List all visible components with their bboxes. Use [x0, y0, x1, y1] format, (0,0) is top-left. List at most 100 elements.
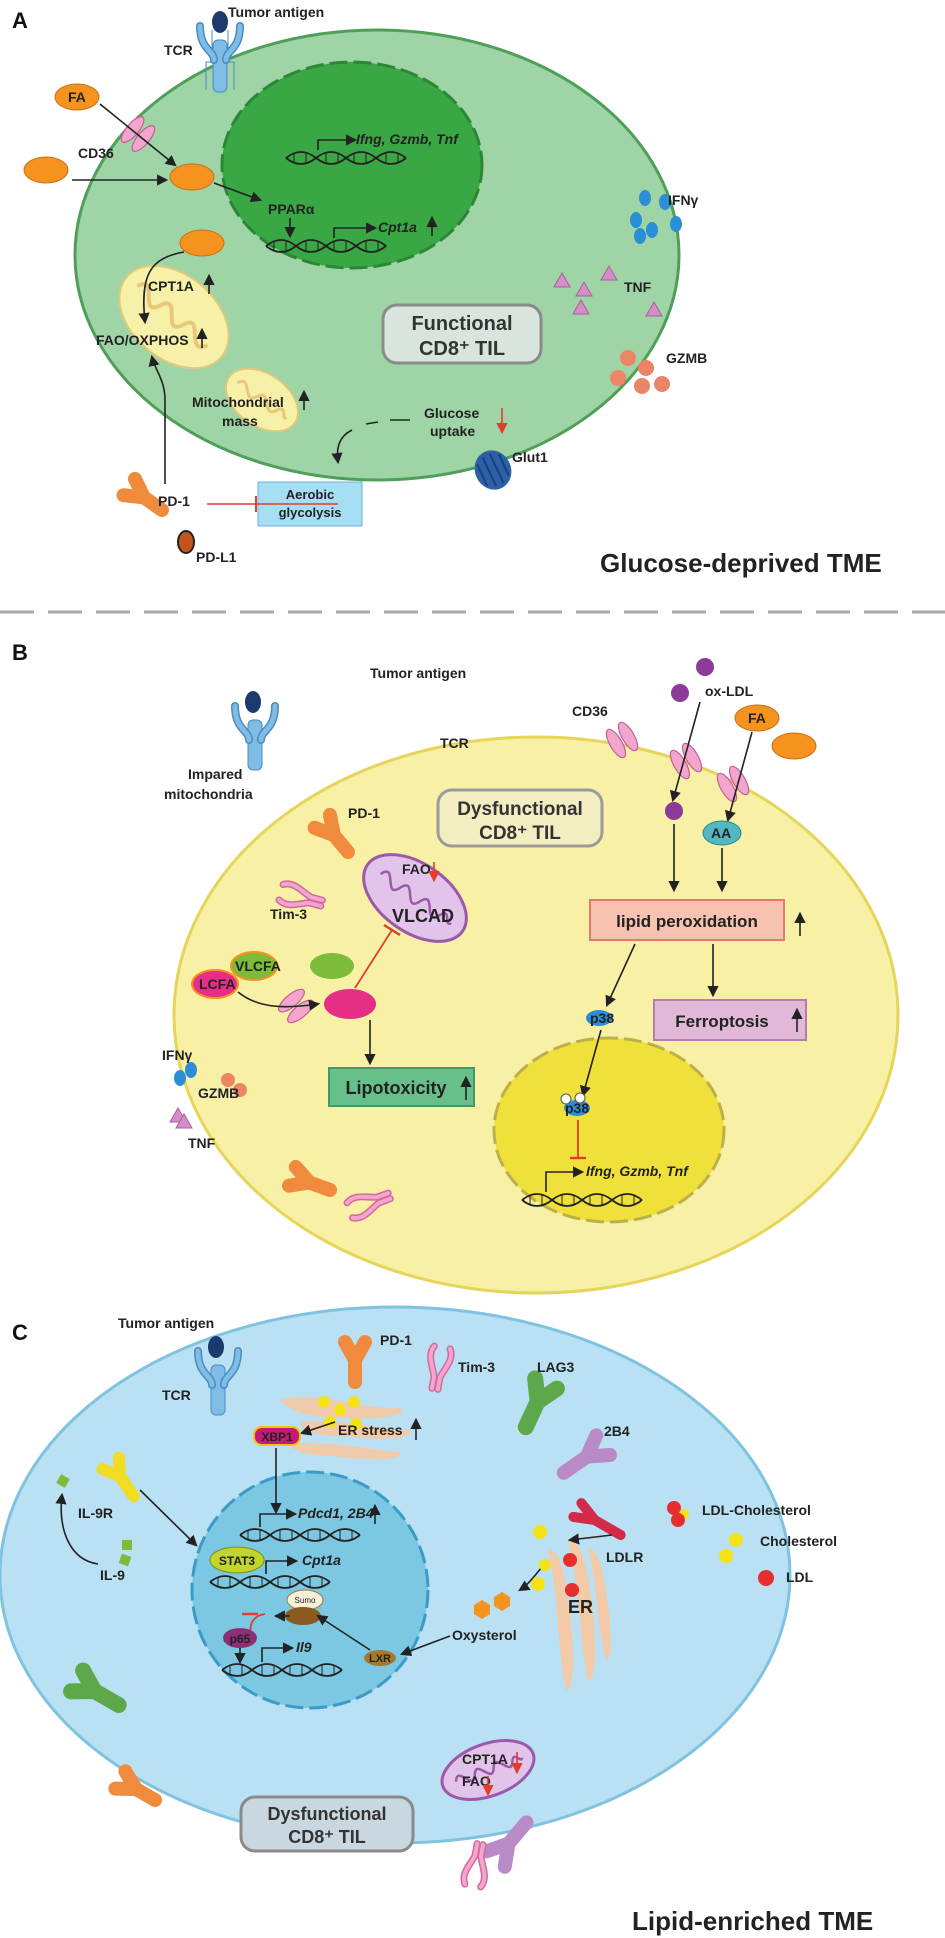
ldl-label: LDL [786, 1569, 814, 1585]
tme-label-a: Glucose-deprived TME [600, 548, 882, 578]
fa-droplet-outside-a [23, 156, 69, 184]
cholesterol-label: Cholesterol [760, 1533, 837, 1549]
dysfunctional-label-c2: CD8⁺ TIL [288, 1827, 366, 1847]
vlcfa-droplet [230, 951, 278, 981]
genes-label-b: Ifng, Gzmb, Tnf [586, 1163, 689, 1179]
mito-mass-label-2: mass [222, 413, 258, 429]
xbp1-label: XBP1 [261, 1430, 293, 1444]
sumo-label: Sumo [295, 1596, 316, 1605]
pd1-receptor-b [307, 807, 355, 859]
lipid-peroxidation-box [589, 899, 785, 941]
pd1-label-c: PD-1 [380, 1332, 412, 1348]
cpt1a-label-c: CPT1A [462, 1751, 508, 1767]
dysfunctional-label-b1: Dysfunctional [457, 799, 583, 820]
pdl1-ligand [177, 530, 195, 554]
fa-droplet-inside-a [169, 163, 215, 191]
tme-label-c: Lipid-enriched TME [632, 1906, 873, 1936]
tumor-antigen-b: Tumor antigen [370, 665, 466, 681]
ldlr-receptor [568, 1498, 626, 1540]
cpt1a-gene-c: Cpt1a [302, 1552, 341, 1568]
lipotoxicity-label: Lipotoxicity [345, 1078, 446, 1098]
lcfa-internal [324, 989, 376, 1019]
fao-label-b: FAO [402, 861, 431, 877]
xbp1-box [253, 1426, 301, 1446]
gzmb-label-b: GZMB [198, 1085, 239, 1101]
il9r-receptor [96, 1451, 140, 1503]
functional-label-2: CD8⁺ TIL [419, 338, 505, 360]
p65-label: p65 [230, 1632, 251, 1646]
tnf-cluster-a [553, 264, 663, 317]
genes-top-a: Ifng, Gzmb, Tnf [356, 131, 459, 147]
p38-nuc-label: p38 [565, 1100, 589, 1116]
lxr-droplet [364, 1650, 396, 1666]
p38-nucleus [564, 1100, 590, 1116]
fao-oxphos-label-a: FAO/OXPHOS [96, 332, 189, 348]
ifng-label-b: IFNγ [162, 1047, 193, 1063]
oxysterol-label: Oxysterol [452, 1627, 517, 1643]
pd1-receptor-a [116, 471, 169, 517]
lcfa-droplet [191, 969, 239, 999]
aerobic-label-2: glycolysis [279, 505, 342, 520]
tcr-receptor-b [231, 691, 279, 771]
p38-cytoplasm [586, 1010, 612, 1026]
pd1-receptor-c2 [108, 1764, 162, 1807]
dysfunctional-label-c1: Dysfunctional [267, 1804, 386, 1824]
fa-droplet-mito-a [179, 229, 225, 257]
gzmb-label-a: GZMB [666, 350, 707, 366]
glut1-label: Glut1 [512, 449, 548, 465]
oxldl-internal [665, 802, 683, 820]
il9r-label: IL-9R [78, 1505, 113, 1521]
er-stress-label: ER stress [338, 1422, 403, 1438]
tnf-label-b: TNF [188, 1135, 216, 1151]
vlcad-label: VLCAD [392, 906, 454, 926]
tcr-label-c: TCR [162, 1387, 191, 1403]
mitochondrion-c [440, 1739, 536, 1801]
il9-gene-label: Il9 [296, 1639, 312, 1655]
ppara-label: PPARα [268, 201, 315, 217]
fa-label-b: FA [748, 710, 766, 726]
lag3-label: LAG3 [537, 1359, 575, 1375]
er-label: ER [568, 1597, 593, 1617]
panel-a-letter: A [12, 8, 28, 33]
pd1-receptor-b2 [281, 1159, 337, 1197]
mito-mass-label-1: Mitochondrial [192, 394, 284, 410]
fa-droplet-b1 [734, 704, 780, 732]
pdl1-label-a: PD-L1 [196, 549, 237, 565]
nucleus-b [492, 1036, 726, 1224]
tim3-label-b: Tim-3 [270, 906, 307, 922]
p65-droplet [223, 1628, 257, 1648]
lag3-receptor-c2 [63, 1662, 127, 1713]
cpt1a-gene-a: Cpt1a [378, 219, 417, 235]
stat3-droplet [209, 1546, 265, 1574]
functional-label-1: Functional [411, 313, 512, 335]
tumor-antigen-a: Tumor antigen [228, 4, 324, 20]
er-organelle [548, 1540, 611, 1691]
cholesterol-dots-er [318, 1396, 362, 1430]
cd36-label-a: CD36 [78, 145, 114, 161]
tcr-label-a: TCR [164, 42, 193, 58]
impared-label-1: Impared [188, 766, 242, 782]
tcr-receptor-c [194, 1336, 242, 1416]
pd1-label-a: PD-1 [158, 493, 190, 509]
genes-pd-label: Pdcd1, 2B4 [298, 1505, 374, 1521]
glucose-label-2: uptake [430, 423, 475, 439]
fa-droplet-a [54, 83, 100, 111]
panel-b-letter: B [12, 640, 28, 665]
vlcfa-internal [310, 953, 354, 979]
ifng-cluster-a [630, 190, 682, 244]
fa-droplet-b2 [771, 732, 817, 760]
panel-c-letter: C [12, 1320, 28, 1345]
cd36-label-b: CD36 [572, 703, 608, 719]
tumor-antigen-c: Tumor antigen [118, 1315, 214, 1331]
mitochondrion-a2 [224, 367, 300, 433]
glucose-label-1: Glucose [424, 405, 479, 421]
pd1-label-b: PD-1 [348, 805, 380, 821]
cpt1a-label-a: CPT1A [148, 278, 194, 294]
cholesterol-dots-c [531, 1525, 551, 1591]
tnf-label-a: TNF [624, 279, 652, 295]
ldl-cholesterol-label: LDL-Cholesterol [702, 1502, 811, 1518]
dysfunctional-label-b2: CD8⁺ TIL [479, 823, 561, 844]
oxldl-label: ox-LDL [705, 683, 754, 699]
aa-label: AA [711, 825, 731, 841]
